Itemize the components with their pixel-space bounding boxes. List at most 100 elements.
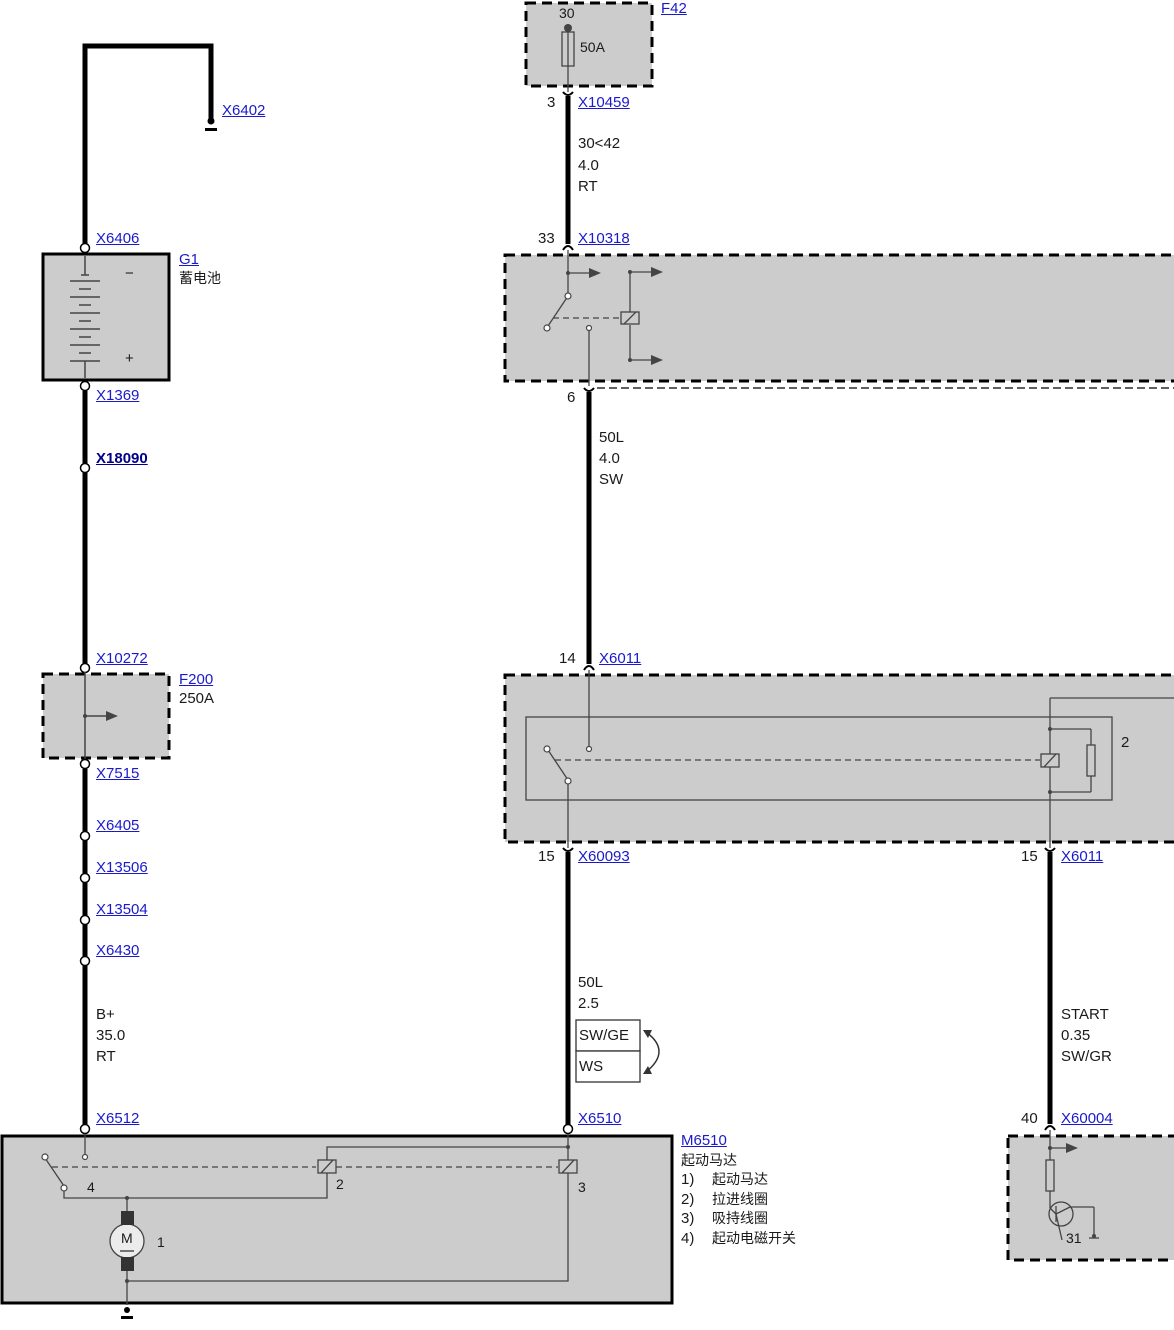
wire-ground-loop xyxy=(82,43,214,244)
connector-plug-icon xyxy=(1044,1125,1056,1131)
relay-2-internal xyxy=(547,670,1174,848)
connector-x6430-link[interactable]: X6430 xyxy=(96,942,140,959)
pin-33: 33 xyxy=(538,230,555,247)
junction-dot-icon xyxy=(1048,790,1052,794)
ground-bar-icon xyxy=(205,128,217,131)
relay-2-inner-box xyxy=(525,716,1113,801)
connector-x10459-link[interactable]: X10459 xyxy=(578,94,630,111)
connector-plug-icon xyxy=(562,245,574,251)
switch-contact-icon xyxy=(60,1184,68,1192)
starter-label-1: 1 xyxy=(157,1234,165,1250)
switch-contact-icon xyxy=(543,745,551,753)
connector-pin-icon xyxy=(79,380,91,392)
switch-contact-icon xyxy=(41,1153,49,1161)
switch-contact-icon xyxy=(564,777,572,785)
connector-x10272-link[interactable]: X10272 xyxy=(96,650,148,667)
junction-dot-icon xyxy=(1048,1146,1052,1150)
fuse-f42-link[interactable]: F42 xyxy=(661,0,687,17)
switch-contact-icon xyxy=(585,324,593,332)
switch-contact-icon xyxy=(81,1153,89,1161)
relay-1-internal xyxy=(547,250,652,386)
wire-30-42-signal: 30<42 xyxy=(578,135,621,152)
fuse-f200-link[interactable]: F200 xyxy=(179,671,214,688)
relay-box-1 xyxy=(503,253,1174,383)
connector-x6512-link[interactable]: X6512 xyxy=(96,1110,140,1127)
arrow-right-icon xyxy=(651,355,663,365)
motor-m-icon: M xyxy=(121,1230,133,1246)
junction-dot-icon xyxy=(1048,727,1052,731)
connector-x13506-link[interactable]: X13506 xyxy=(96,859,148,876)
wire-50l-size: 4.0 xyxy=(599,450,620,467)
arrow-head-icon xyxy=(643,1030,652,1038)
part-label: 起动电磁开关 xyxy=(712,1230,796,1247)
junction-dot-icon xyxy=(125,1279,129,1283)
switch-contact-icon xyxy=(543,324,551,332)
fuse-f42-rating: 50A xyxy=(580,39,605,55)
splice-x18090-link[interactable]: X18090 xyxy=(96,450,148,467)
wire-color-b: WS xyxy=(579,1058,604,1075)
resistor-icon xyxy=(1045,1159,1055,1192)
connector-x13504-link[interactable]: X13504 xyxy=(96,901,148,918)
connector-pin-icon xyxy=(79,662,91,674)
connector-x6406-link[interactable]: X6406 xyxy=(96,230,140,247)
splice-pin-icon xyxy=(79,462,91,474)
connector-x7515-link[interactable]: X7515 xyxy=(96,765,140,782)
connector-socket-icon xyxy=(1044,847,1056,852)
ground-dot-icon xyxy=(1092,1234,1096,1238)
connector-x60004-link[interactable]: X60004 xyxy=(1061,1110,1113,1127)
wire-color-a: SW/GE xyxy=(579,1027,630,1044)
fuse-f200-rating: 250A xyxy=(179,690,215,707)
coil-slash xyxy=(561,1159,575,1174)
pull-in-coil-icon xyxy=(317,1159,337,1174)
connector-pin-icon xyxy=(79,914,91,926)
starter-label-4: 4 xyxy=(87,1179,95,1195)
ground-dot-icon xyxy=(207,117,215,125)
wire-b-plus-size: 35.0 xyxy=(96,1027,126,1044)
wire-b-plus-color: RT xyxy=(96,1048,116,1065)
connector-pin-icon xyxy=(79,872,91,884)
coil-slash xyxy=(320,1159,334,1174)
connector-pin-icon xyxy=(79,758,91,770)
hold-coil-icon xyxy=(558,1159,578,1174)
battery-name: 蓄电池 xyxy=(179,271,221,287)
switch-contact-icon xyxy=(585,745,593,753)
ground-dot-icon xyxy=(124,1307,130,1313)
arrow-right-icon xyxy=(1066,1143,1078,1153)
junction-dot-icon xyxy=(125,1196,129,1200)
connector-x6011-link[interactable]: X6011 xyxy=(599,650,642,667)
wire-50l-signal: 50L xyxy=(599,429,625,446)
connector-x6510-link[interactable]: X6510 xyxy=(578,1110,622,1127)
control-module-box xyxy=(1006,1134,1174,1262)
wire-start-color: SW/GR xyxy=(1061,1048,1112,1065)
connector-x60093-link[interactable]: X60093 xyxy=(578,848,630,865)
connector-socket-icon xyxy=(562,847,574,852)
switch-contact-icon xyxy=(564,292,572,300)
fuse-f42-terminal: 30 xyxy=(559,5,575,21)
wire-color-box-a xyxy=(575,1019,641,1052)
wire-start-signal: START xyxy=(1061,1006,1109,1023)
connector-x1369-link[interactable]: X1369 xyxy=(96,387,140,404)
coil-slash xyxy=(623,311,637,325)
connector-x6011-right-link[interactable]: X6011 xyxy=(1061,848,1104,865)
pin-40: 40 xyxy=(1021,1110,1038,1127)
wire-30-42-size: 4.0 xyxy=(578,157,599,174)
connector-pin-icon xyxy=(79,830,91,842)
connector-x6402-link[interactable]: X6402 xyxy=(222,102,266,119)
connector-pin-icon xyxy=(562,1123,574,1135)
part-label: 吸持线圈 xyxy=(712,1211,768,1227)
connector-x6405-link[interactable]: X6405 xyxy=(96,817,140,834)
coil-slash xyxy=(1043,753,1057,768)
pin-6: 6 xyxy=(567,389,576,406)
pin-14: 14 xyxy=(559,650,576,667)
pin-15-right: 15 xyxy=(1021,848,1038,865)
battery-g1-link[interactable]: G1 xyxy=(179,251,200,268)
junction-dot-icon xyxy=(566,271,570,275)
wire-50l-lower-signal: 50L xyxy=(578,974,604,991)
wire-50l-color: SW xyxy=(599,471,624,488)
motor-brush-bottom-icon xyxy=(121,1257,134,1271)
junction-dot-icon xyxy=(566,1145,570,1149)
arrow-head-icon xyxy=(643,1066,652,1074)
starter-m6510-link[interactable]: M6510 xyxy=(681,1132,727,1149)
arrow-right-icon xyxy=(106,711,118,721)
connector-x10318-link[interactable]: X10318 xyxy=(578,230,630,247)
